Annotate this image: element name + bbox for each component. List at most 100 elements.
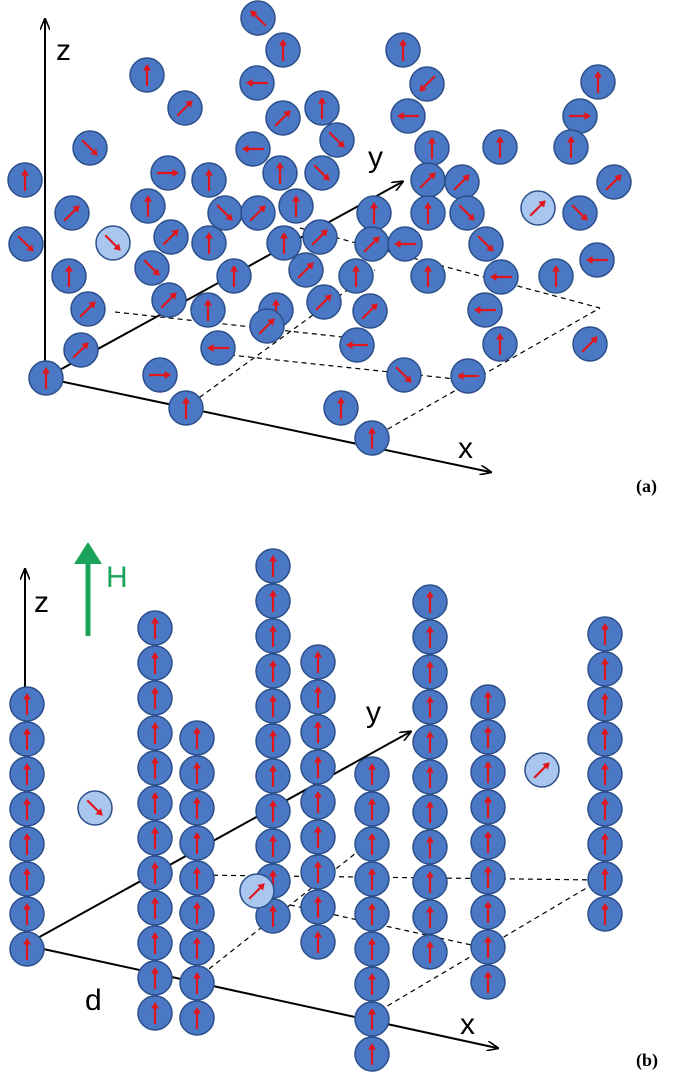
magnetic-particle-icon bbox=[255, 618, 291, 654]
magnetic-particle-icon bbox=[129, 57, 165, 93]
magnetic-particle-icon bbox=[580, 64, 616, 100]
red-arrow-icon bbox=[428, 172, 436, 180]
magnetic-particle-icon bbox=[167, 90, 203, 126]
magnetic-particle-icon bbox=[150, 155, 186, 191]
panel-a-y-label: y bbox=[368, 141, 383, 174]
red-arrow-icon bbox=[23, 868, 31, 875]
magnetic-particle-icon bbox=[255, 898, 291, 934]
red-arrow-icon bbox=[426, 696, 434, 703]
magnetic-particle-icon bbox=[386, 357, 422, 393]
magnetic-particle-icon bbox=[190, 292, 226, 328]
red-arrow-icon bbox=[601, 833, 609, 840]
red-arrow-icon bbox=[90, 148, 98, 156]
red-arrow-icon bbox=[404, 375, 412, 383]
red-arrow-icon bbox=[23, 938, 31, 945]
red-arrow-icon bbox=[346, 341, 353, 349]
red-arrow-icon bbox=[484, 691, 492, 698]
red-arrow-icon bbox=[368, 1008, 376, 1015]
magnetic-particle-icon bbox=[266, 225, 302, 261]
magnetic-particle-icon bbox=[524, 752, 560, 788]
magnetic-particle-icon bbox=[587, 896, 623, 932]
red-arrow-icon bbox=[314, 791, 322, 798]
red-arrow-icon bbox=[318, 97, 326, 104]
red-arrow-icon bbox=[368, 973, 376, 980]
magnetic-particle-icon bbox=[9, 826, 45, 862]
magnetic-particle-icon bbox=[265, 32, 301, 68]
red-arrow-icon bbox=[269, 590, 277, 597]
red-arrow-icon bbox=[337, 397, 345, 404]
magnetic-particle-icon bbox=[95, 225, 131, 261]
magnetic-particle-icon bbox=[255, 653, 291, 689]
magnetic-particle-icon bbox=[339, 327, 375, 363]
magnetic-particle-icon bbox=[255, 723, 291, 759]
magnetic-particle-icon bbox=[587, 686, 623, 722]
magnetic-particle-icon bbox=[587, 756, 623, 792]
magnetic-particle-icon bbox=[467, 292, 503, 328]
magnetic-particle-icon bbox=[412, 724, 448, 760]
red-arrow-icon bbox=[23, 903, 31, 910]
red-arrow-icon bbox=[164, 371, 171, 379]
magnetic-particle-icon bbox=[538, 258, 574, 294]
red-arrow-icon bbox=[426, 941, 434, 948]
red-arrow-icon bbox=[23, 798, 31, 805]
red-arrow-icon bbox=[426, 836, 434, 843]
red-arrow-icon bbox=[424, 265, 432, 272]
magnetic-particle-icon bbox=[352, 293, 388, 329]
magnetic-particle-icon bbox=[412, 934, 448, 970]
red-arrow-icon bbox=[428, 137, 436, 144]
magnetic-particle-icon bbox=[179, 895, 215, 931]
red-arrow-icon bbox=[368, 833, 376, 840]
magnetic-particle-icon bbox=[137, 610, 173, 646]
magnetic-particle-icon bbox=[179, 965, 215, 1001]
magnetic-particle-icon bbox=[179, 1000, 215, 1036]
red-arrow-icon bbox=[292, 195, 300, 202]
magnetic-particle-icon bbox=[300, 679, 336, 715]
magnetic-particle-icon bbox=[200, 330, 236, 366]
red-arrow-icon bbox=[205, 169, 213, 176]
magnetic-particle-icon bbox=[302, 219, 338, 255]
red-arrow-icon bbox=[193, 972, 201, 979]
magnetic-particle-icon bbox=[410, 258, 446, 294]
red-arrow-icon bbox=[144, 195, 152, 202]
magnetic-particle-icon bbox=[587, 721, 623, 757]
red-arrow-icon bbox=[368, 427, 376, 434]
magnetic-particle-icon bbox=[300, 714, 336, 750]
red-arrow-icon bbox=[426, 626, 434, 633]
red-arrow-icon bbox=[23, 728, 31, 735]
red-arrow-icon bbox=[601, 728, 609, 735]
red-arrow-icon bbox=[151, 862, 159, 869]
magnetic-particle-icon bbox=[137, 925, 173, 961]
magnetic-particle-icon bbox=[300, 644, 336, 680]
red-arrow-icon bbox=[95, 808, 103, 816]
magnetic-particle-icon bbox=[483, 259, 519, 295]
red-arrow-icon bbox=[204, 299, 212, 306]
red-arrow-icon bbox=[193, 1007, 201, 1014]
red-arrow-icon bbox=[185, 100, 193, 108]
panel-b-spacing-label: d bbox=[85, 984, 102, 1017]
magnetic-particle-icon bbox=[28, 360, 64, 396]
red-arrow-icon bbox=[426, 766, 434, 773]
red-arrow-icon bbox=[65, 265, 73, 272]
red-arrow-icon bbox=[490, 273, 497, 281]
red-arrow-icon bbox=[601, 623, 609, 630]
red-arrow-icon bbox=[269, 800, 277, 807]
red-arrow-icon bbox=[314, 896, 322, 903]
magnetic-particle-icon bbox=[151, 282, 187, 318]
panel-b-label: (b) bbox=[636, 1050, 658, 1071]
magnetic-particle-icon bbox=[77, 790, 113, 826]
red-arrow-icon bbox=[23, 693, 31, 700]
red-arrow-icon bbox=[601, 903, 609, 910]
panel-b-x-axis bbox=[24, 944, 497, 1048]
magnetic-particle-icon bbox=[354, 1036, 390, 1072]
red-arrow-icon bbox=[352, 265, 360, 272]
red-arrow-icon bbox=[225, 213, 233, 221]
red-arrow-icon bbox=[21, 169, 29, 176]
magnetic-particle-icon bbox=[354, 966, 390, 1002]
red-arrow-icon bbox=[257, 883, 265, 891]
red-arrow-icon bbox=[279, 39, 287, 46]
red-arrow-icon bbox=[496, 333, 504, 340]
magnetic-particle-icon bbox=[63, 332, 99, 368]
red-arrow-icon bbox=[542, 762, 550, 770]
magnetic-particle-icon bbox=[520, 190, 556, 226]
red-arrow-icon bbox=[567, 136, 575, 143]
